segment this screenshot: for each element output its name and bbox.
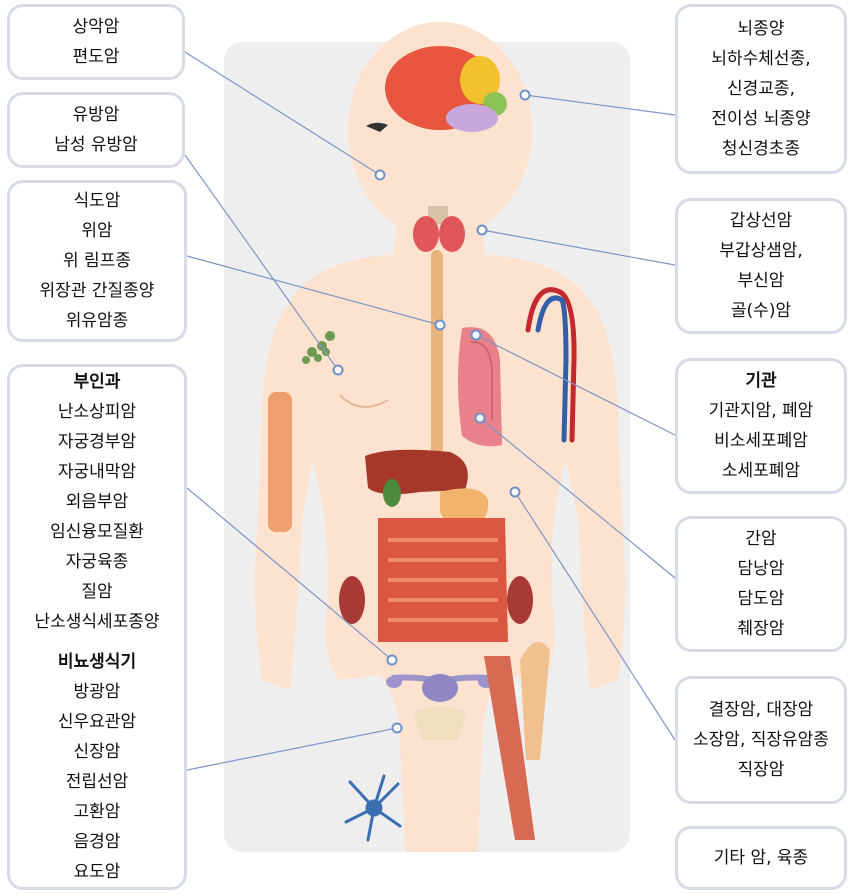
label-text: 직장암 — [738, 755, 785, 785]
label-box-liver: 간암 담낭암 담도암 췌장암 — [675, 516, 847, 652]
label-heading-gyn: 부인과 — [74, 367, 121, 397]
label-text: 위장관 간질종양 — [40, 276, 155, 306]
label-text: 부신암 — [738, 266, 785, 296]
label-box-head-neck: 상악암 편도암 — [7, 4, 185, 80]
label-box-lung: 기관 기관지암, 폐암 비소세포폐암 소세포폐암 — [675, 358, 847, 494]
label-text: 요도암 — [74, 857, 121, 887]
label-box-breast: 유방암 남성 유방암 — [7, 92, 185, 168]
label-text: 간암 — [745, 524, 776, 554]
label-text: 위암 — [81, 216, 112, 246]
label-text: 뇌하수체선종, — [711, 44, 810, 74]
label-text: 담낭암 — [738, 554, 785, 584]
label-heading-lung: 기관 — [745, 366, 776, 396]
label-text: 편도암 — [73, 42, 120, 72]
brain-organ — [385, 46, 507, 132]
label-text: 담도암 — [738, 584, 785, 614]
label-text: 남성 유방암 — [54, 130, 138, 160]
label-text: 골(수)암 — [731, 296, 791, 326]
label-text: 청신경초종 — [722, 134, 800, 164]
label-text: 부갑상샘암, — [719, 236, 803, 266]
kidney-left — [339, 576, 365, 624]
intestine-organ — [378, 518, 508, 642]
label-heading-uro: 비뇨생식기 — [58, 647, 136, 677]
pelvis-bone — [414, 706, 466, 740]
liver-organ — [365, 450, 468, 495]
label-text: 자궁내막암 — [58, 457, 136, 487]
label-text: 유방암 — [73, 100, 120, 130]
label-text: 음경암 — [74, 827, 121, 857]
label-box-brain: 뇌종양 뇌하수체선종, 신경교종, 전이성 뇌종양 청신경초종 — [675, 4, 847, 174]
label-text: 고환암 — [74, 797, 121, 827]
label-text: 신장암 — [74, 737, 121, 767]
label-text: 결장암, 대장암 — [709, 695, 814, 725]
label-text: 자궁경부암 — [58, 427, 136, 457]
label-text: 방광암 — [74, 677, 121, 707]
label-box-endocrine: 갑상선암 부갑상샘암, 부신암 골(수)암 — [675, 198, 847, 334]
label-text: 기타 암, 육종 — [714, 843, 808, 873]
label-text: 자궁육종 — [66, 547, 129, 577]
label-text: 췌장암 — [738, 614, 785, 644]
label-text: 전이성 뇌종양 — [711, 104, 810, 134]
label-text: 갑상선암 — [730, 206, 793, 236]
gallbladder-organ — [383, 479, 401, 507]
label-text: 난소상피암 — [58, 397, 136, 427]
label-text: 외음부암 — [66, 487, 129, 517]
label-box-gi-upper: 식도암 위암 위 림프종 위장관 간질종양 위유암종 — [7, 180, 187, 342]
label-text: 소세포폐암 — [722, 456, 800, 486]
label-box-colon: 결장암, 대장암 소장암, 직장유암종 직장암 — [675, 676, 847, 804]
esophagus-organ — [431, 250, 443, 455]
kidney-right — [507, 576, 533, 624]
label-box-gyn-uro: 부인과 난소상피암 자궁경부암 자궁내막암 외음부암 임신융모질환 자궁육종 질… — [7, 364, 187, 890]
label-box-other: 기타 암, 육종 — [675, 826, 847, 890]
label-text: 위 림프종 — [63, 246, 131, 276]
label-text: 질암 — [81, 577, 112, 607]
label-text: 식도암 — [74, 186, 121, 216]
label-text: 뇌종양 — [738, 14, 785, 44]
label-text: 상악암 — [73, 12, 120, 42]
label-text: 신우요관암 — [58, 707, 136, 737]
label-text: 비소세포폐암 — [714, 426, 808, 456]
label-text: 위유암종 — [66, 306, 129, 336]
label-text: 임신융모질환 — [50, 517, 144, 547]
arm-muscle — [268, 392, 292, 532]
label-text: 소장암, 직장유암종 — [693, 725, 829, 755]
label-text: 신경교종, — [727, 74, 795, 104]
label-text: 전립선암 — [66, 767, 129, 797]
label-text: 난소생식세포종양 — [34, 607, 159, 637]
label-text: 기관지암, 폐암 — [709, 396, 814, 426]
